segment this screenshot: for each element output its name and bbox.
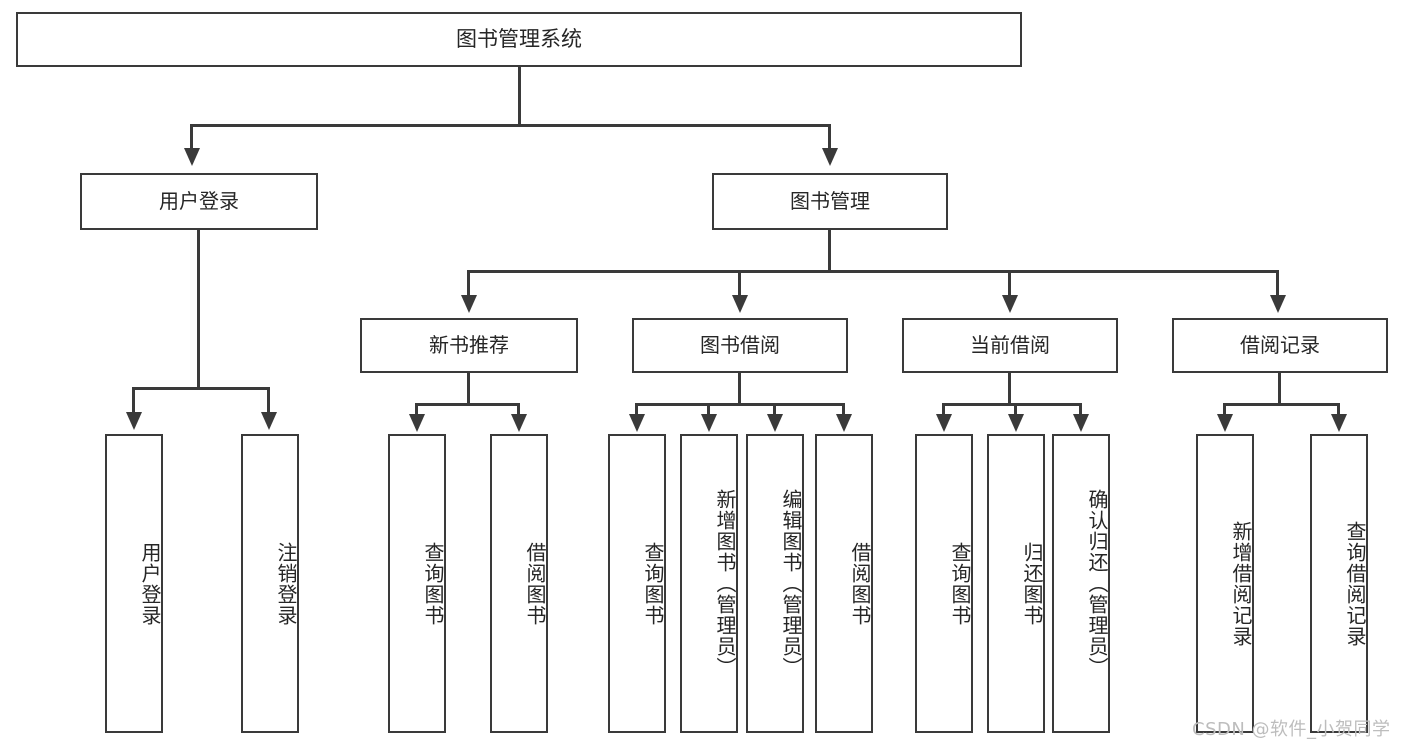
arrowhead-book-manage [822,148,838,166]
connector-ul-drop-2 [267,387,270,414]
node-label: 图书管理 [790,188,870,213]
node-current-borrow[interactable]: 当前借阅 [902,318,1118,373]
connector-cb-bus [942,403,1081,406]
connector-ul-drop-1 [132,387,135,414]
node-book-manage[interactable]: 图书管理 [712,173,948,230]
node-leaf-confirm-return[interactable]: 确认归还（管理员） [1052,434,1110,733]
csdn-watermark: CSDN @软件_小贺同学 [1192,715,1391,741]
node-label: 借阅图书 [523,541,547,626]
node-leaf-query-book-2[interactable]: 查询图书 [608,434,666,733]
connector-nbr-drop-1 [415,403,418,417]
node-label: 借阅图书 [848,541,872,626]
arrowhead-leaf-query-book-3 [936,414,952,432]
connector-root-to-user-login [190,124,193,151]
node-root-system[interactable]: 图书管理系统 [16,12,1022,67]
node-leaf-edit-book[interactable]: 编辑图书（管理员） [746,434,804,733]
connector-book-manage-stem [828,230,831,272]
node-leaf-add-record[interactable]: 新增借阅记录 [1196,434,1254,733]
node-label: 用户登录 [138,541,162,626]
node-leaf-return-book[interactable]: 归还图书 [987,434,1045,733]
node-label: 当前借阅 [970,332,1050,357]
arrowhead-leaf-query-book-2 [629,414,645,432]
connector-nbr-drop-2 [517,403,520,417]
connector-br-drop-2 [1337,403,1340,417]
node-label: 新增借阅记录 [1229,520,1253,647]
node-label: 图书借阅 [700,332,780,357]
arrowhead-leaf-query-book-1 [409,414,425,432]
arrowhead-leaf-confirm-return [1073,414,1089,432]
node-leaf-query-record[interactable]: 查询借阅记录 [1310,434,1368,733]
connector-cb-drop-1 [942,403,945,417]
arrowhead-current-borrow [1002,295,1018,313]
arrowhead-new-book-recommend [461,295,477,313]
connector-nbr-bus [415,403,520,406]
node-label: 借阅记录 [1240,332,1320,357]
arrowhead-user-login [184,148,200,166]
connector-nbr-stem [467,373,470,405]
node-label: 新增图书（管理员） [713,489,737,678]
connector-br-drop-1 [1223,403,1226,417]
connector-bm-drop-2 [738,270,741,297]
connector-user-login-stem [197,230,200,390]
connector-cb-drop-2 [1014,403,1017,417]
connector-bb-drop-2 [707,403,710,417]
node-label: 用户登录 [159,188,239,213]
node-label: 新书推荐 [429,332,509,357]
node-label: 编辑图书（管理员） [779,489,803,678]
connector-br-stem [1278,373,1281,405]
node-leaf-query-book-1[interactable]: 查询图书 [388,434,446,733]
arrowhead-leaf-edit-book [767,414,783,432]
connector-root-stem [518,67,521,124]
node-leaf-borrow-book-1[interactable]: 借阅图书 [490,434,548,733]
arrowhead-leaf-return-book [1008,414,1024,432]
connector-bb-drop-3 [773,403,776,417]
connector-bm-drop-1 [467,270,470,297]
connector-bm-drop-3 [1008,270,1011,297]
node-label: 查询图书 [421,541,445,626]
node-label: 查询图书 [641,541,665,626]
arrowhead-leaf-query-record [1331,414,1347,432]
arrowhead-borrow-record [1270,295,1286,313]
arrowhead-leaf-add-book [701,414,717,432]
connector-bb-stem [738,373,741,405]
connector-br-bus [1223,403,1340,406]
node-new-book-recommend[interactable]: 新书推荐 [360,318,578,373]
connector-book-manage-bus [467,270,1279,273]
node-book-borrow[interactable]: 图书借阅 [632,318,848,373]
connector-root-to-book-manage [828,124,831,151]
connector-cb-drop-3 [1079,403,1082,417]
node-borrow-record[interactable]: 借阅记录 [1172,318,1388,373]
connector-bb-drop-1 [635,403,638,417]
arrowhead-leaf-user-login [126,412,142,430]
node-user-login[interactable]: 用户登录 [80,173,318,230]
node-leaf-add-book[interactable]: 新增图书（管理员） [680,434,738,733]
node-label: 注销登录 [274,541,298,626]
connector-user-login-bus [132,387,269,390]
arrowhead-leaf-logout-login [261,412,277,430]
node-leaf-borrow-book-2[interactable]: 借阅图书 [815,434,873,733]
connector-bb-bus [635,403,844,406]
arrowhead-leaf-borrow-book-2 [836,414,852,432]
node-leaf-logout-login[interactable]: 注销登录 [241,434,299,733]
connector-bm-drop-4 [1276,270,1279,297]
node-label: 查询图书 [948,541,972,626]
node-leaf-user-login[interactable]: 用户登录 [105,434,163,733]
connector-root-bus [190,124,831,127]
node-label: 图书管理系统 [456,27,582,52]
arrowhead-leaf-add-record [1217,414,1233,432]
node-label: 确认归还（管理员） [1085,489,1109,678]
arrowhead-book-borrow [732,295,748,313]
node-label: 查询借阅记录 [1343,520,1367,647]
connector-cb-stem [1008,373,1011,405]
arrowhead-leaf-borrow-book-1 [511,414,527,432]
connector-bb-drop-4 [842,403,845,417]
watermark-text: CSDN @软件_小贺同学 [1192,719,1391,740]
node-leaf-query-book-3[interactable]: 查询图书 [915,434,973,733]
node-label: 归还图书 [1020,541,1044,626]
